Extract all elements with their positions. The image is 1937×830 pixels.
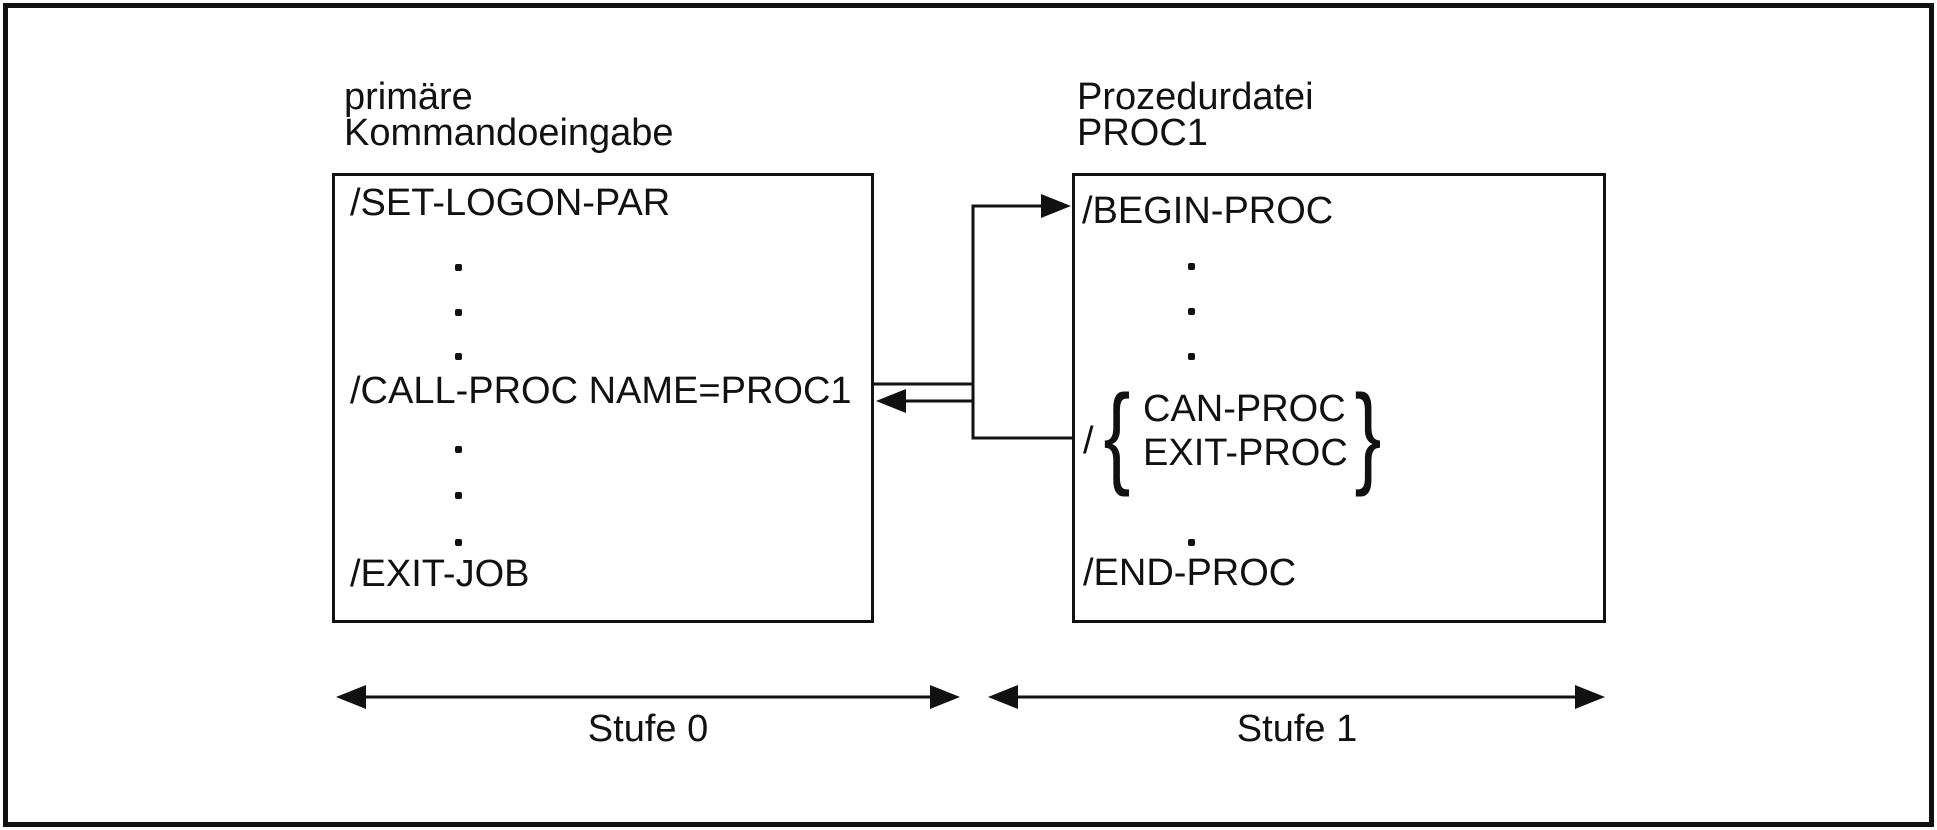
- right-box-title-line2: PROC1: [1077, 112, 1208, 154]
- right-box-title: Prozedurdatei PROC1: [1077, 76, 1314, 154]
- left-box-title: primäre Kommandoeingabe: [344, 76, 674, 154]
- ellipsis-dot: [1188, 539, 1195, 546]
- command-line-exit-job: /EXIT-JOB: [350, 553, 530, 595]
- stufe0-label: Stufe 0: [587, 708, 709, 750]
- procedure-file-box: /BEGIN-PROC / { CAN-PROC EXIT-PROC } /EN…: [1072, 173, 1606, 623]
- command-line-call-proc: /CALL-PROC NAME=PROC1: [350, 370, 852, 412]
- choice-brace-close: }: [1354, 372, 1382, 497]
- ellipsis-dot: [1188, 353, 1195, 360]
- choice-slash-prefix: /: [1083, 420, 1094, 462]
- ellipsis-dot: [455, 353, 462, 360]
- choice-brace-open: {: [1103, 372, 1131, 497]
- diagram-outer-border: [3, 3, 1934, 827]
- choice-line-can-proc: CAN-PROC: [1143, 388, 1346, 430]
- command-line-set-logon-par: /SET-LOGON-PAR: [350, 182, 671, 224]
- command-line-begin-proc: /BEGIN-PROC: [1082, 190, 1334, 232]
- ellipsis-dot: [1188, 308, 1195, 315]
- stufe1-label: Stufe 1: [1236, 708, 1358, 750]
- left-box-title-line1: primäre: [344, 76, 473, 118]
- ellipsis-dot: [455, 446, 462, 453]
- ellipsis-dot: [455, 492, 462, 499]
- choice-line-exit-proc: EXIT-PROC: [1143, 432, 1348, 474]
- ellipsis-dot: [455, 309, 462, 316]
- ellipsis-dot: [455, 264, 462, 271]
- primary-command-input-box: /SET-LOGON-PAR /CALL-PROC NAME=PROC1 /EX…: [332, 173, 874, 623]
- ellipsis-dot: [1188, 263, 1195, 270]
- right-box-title-line1: Prozedurdatei: [1077, 76, 1314, 118]
- left-box-title-line2: Kommandoeingabe: [344, 112, 674, 154]
- command-line-end-proc: /END-PROC: [1083, 552, 1297, 594]
- ellipsis-dot: [455, 539, 462, 546]
